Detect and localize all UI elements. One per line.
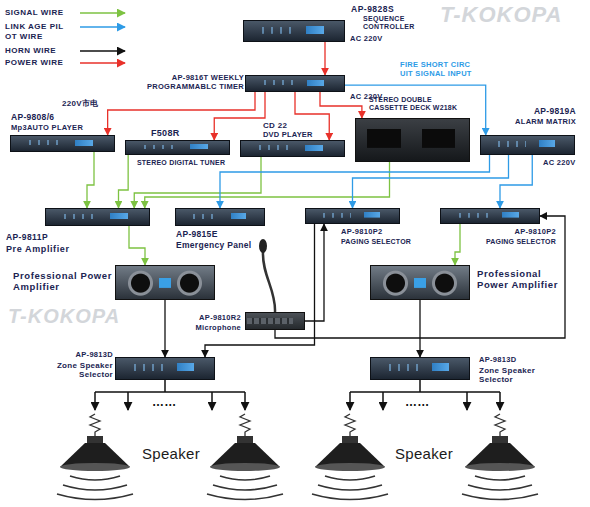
device-label: STEREO DIGITAL TUNER [137,159,225,167]
power-label: AC 220V [543,159,576,168]
horn-wire [164,300,165,357]
device-label: AP-9828S [351,5,394,15]
paging-selector: AP-9810P2PAGING SELECTOR [305,208,400,224]
ellipsis: …… [152,396,177,410]
watermark: T-KOKOPA [440,2,562,27]
zone-speaker-selector: AP-9813DZone Speaker Selector [115,357,215,380]
legend-text: SIGNAL WIRE [5,8,75,18]
power-label: AC 220V [350,35,383,44]
device-label: DVD PLAYER [263,131,313,140]
device-label: Pre Amplifier [6,244,69,254]
speaker-label: Speaker [142,445,200,462]
ellipsis: …… [405,396,430,410]
speaker-symbols [57,414,538,500]
mp3-player: AP-9808/6Mp3AUTO PLAYER [10,135,115,152]
device-label: STEREO DOUBLE CASSETTE DECK W218K [369,96,469,112]
device-label: Mp3AUTO PLAYER [11,124,83,133]
horn-wire [419,300,420,357]
emergency-panel: AP-9815EEmergency Panel [175,208,265,226]
zone-speaker-selector: AP-9813DZone Speaker Selector [370,357,470,380]
device-label: Professional Power Amplifier [477,269,559,291]
device-label: AP-9813D [39,351,113,360]
dvd-player: CD 22DVD PLAYER [240,140,345,157]
watermark: T-KOKOPA [8,305,120,328]
device-label: AP-9816T WEEKLY PROGRAMMABLC TIMER [137,74,244,91]
pilot-wire [353,155,509,208]
device-label: Microphone [181,324,241,333]
device-label: AP-9810R2 [181,314,241,323]
device-label: CD 22 [263,121,287,130]
signal-wire [119,155,129,208]
mains-label: 220V市电 [62,99,98,108]
device-label: AP-9813D [479,356,559,365]
legend-line [80,12,125,14]
fire-input-label: FIRE SHORT CIRC UIT SIGNAL INPUT [400,61,484,78]
device-label: Professional Power Amplifier [13,271,113,293]
power-wire [108,92,255,135]
power-amplifier: Professional Power Amplifier [115,265,215,300]
device-label: SEQUENCE CONTROLLER [363,15,425,31]
horn-wire [275,216,565,338]
device-label: PAGING SELECTOR [341,238,411,246]
device-label: PAGING SELECTOR [471,238,556,246]
device-label: AP-9810P2 [341,228,382,237]
device-label: AP-9810P2 [471,228,556,237]
signal-wire [129,226,145,265]
device-label: AP-9808/6 [11,113,54,123]
legend-line [80,50,125,52]
cassette-deck: STEREO DOUBLE CASSETTE DECK W218K [355,118,470,162]
pilot-wire [500,155,532,208]
device-label: Emergency Panel [176,241,251,251]
device-label: F508R [151,128,180,138]
device-label: Zone Speaker Selector [479,366,559,384]
signal-wire [455,224,460,265]
microphone-head [259,239,267,253]
speaker-label: Speaker [395,445,453,462]
power-amplifier: Professional Power Amplifier [370,265,470,300]
legend-line [80,62,125,64]
device-label: AP-9815E [176,230,218,240]
paging-microphone: AP-9810R2Microphone [245,312,305,330]
power-wire [214,92,265,140]
weekly-timer: AP-9816T WEEKLY PROGRAMMABLC TIMER [245,75,345,92]
power-wire [324,42,326,75]
signal-wire [134,157,261,208]
pilot-wire [220,155,490,208]
sequence-controller: AP-9828SSEQUENCE CONTROLLER [243,20,345,42]
device-label: AP-9819A [501,107,576,117]
device-label: ALARM MATRIX [501,118,576,127]
horn-wires [95,380,500,410]
device-label: Zone Speaker Selector [39,361,113,379]
legend-text: HORN WIRE [5,46,75,56]
digital-tuner: F508RSTEREO DIGITAL TUNER [125,140,230,155]
alarm-matrix: AP-9819AALARM MATRIX [480,135,575,155]
legend-text: POWER WIRE [5,58,75,68]
pre-amplifier: AP-9811PPre Amplifier [45,208,150,226]
legend-line [80,26,125,28]
legend-text: LINK AGE PIL OT WIRE [5,22,75,41]
signal-wire [87,152,94,208]
microphone-neck [263,252,275,312]
paging-selector: AP-9810P2PAGING SELECTOR [440,208,540,224]
device-label: AP-9811P [6,233,48,243]
